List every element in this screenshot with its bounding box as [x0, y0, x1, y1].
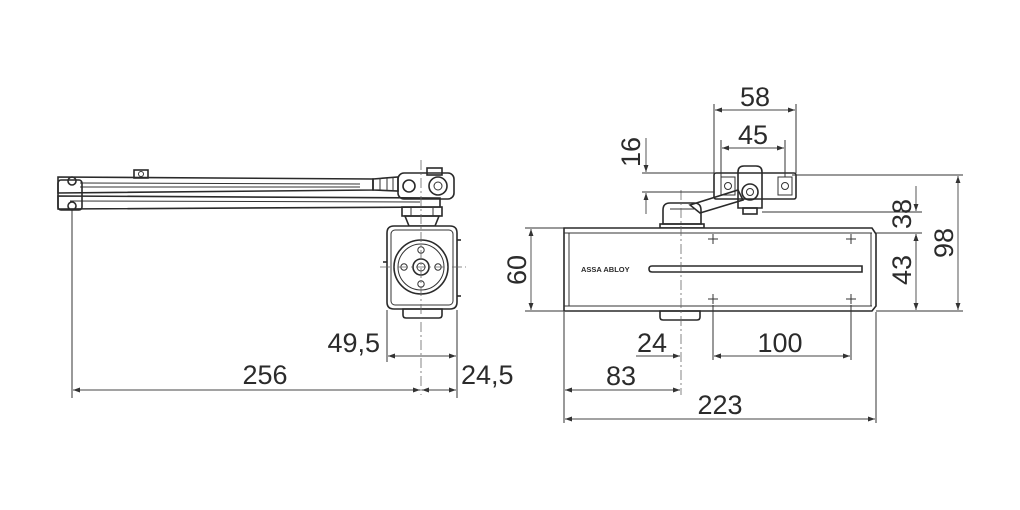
side-view — [57, 160, 466, 395]
dimension-hole-spacing: 100 — [757, 328, 802, 358]
dimension-top-width: 58 — [740, 82, 770, 112]
dimension-top-offset: 16 — [616, 137, 646, 167]
side-view-dimensions: 49,5 256 24,5 — [71, 210, 514, 398]
front-arm — [659, 189, 745, 229]
dimension-lower-height: 43 — [887, 255, 917, 285]
dimension-upper-height: 38 — [887, 199, 917, 229]
dimension-top-inner-width: 45 — [738, 120, 768, 150]
dimension-bracket-edge: 24,5 — [461, 360, 514, 390]
dimension-arm-axis-offset: 24 — [637, 328, 667, 358]
mounting-holes — [708, 234, 856, 304]
brand-logo: ASSA ABLOY — [581, 265, 630, 274]
closer-body-front-view: ASSA ABLOY — [563, 227, 877, 321]
front-view-dimensions: 58 45 16 60 38 43 98 24 100 83 223 — [502, 82, 963, 423]
pinion-cap — [401, 206, 443, 227]
dimension-depth: 60 — [502, 255, 532, 285]
closer-body-end-view — [383, 225, 461, 319]
front-view: ASSA ABLOY — [563, 165, 877, 395]
dimension-arm-length: 256 — [242, 360, 287, 390]
arm-adjuster — [372, 167, 455, 200]
mounting-bracket — [713, 165, 797, 215]
dimension-total-height: 98 — [929, 228, 959, 258]
dimension-bracket-offset: 49,5 — [327, 328, 380, 358]
dimension-axis-to-edge: 83 — [606, 361, 636, 391]
dimension-total-length: 223 — [697, 390, 742, 420]
